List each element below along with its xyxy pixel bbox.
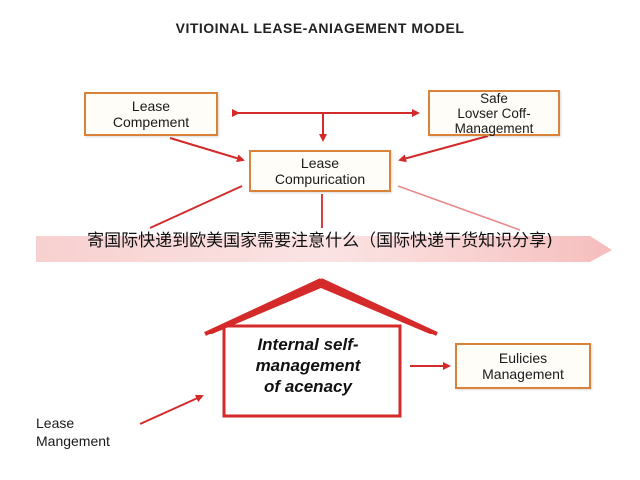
box-eulicies-management: Eulicies Management <box>455 343 591 389</box>
lease-mangement-label: Lease Mangement <box>36 415 110 449</box>
box-lease-compement-label: Lease Compement <box>112 98 190 130</box>
box-safe-lovser-coff-management: Safe Lovser Coff- Management <box>428 90 560 136</box>
fan-line-left <box>149 185 243 229</box>
diagram-title: VITIOINAL LEASE-ANIAGEMENT MODEL <box>175 20 465 36</box>
box-center-label: Lease Compurication <box>274 155 366 187</box>
box-safe-label: Safe Lovser Coff- Management <box>454 90 534 136</box>
arrow-left-to-center <box>169 137 245 163</box>
box-lease-compurication: Lease Compurication <box>249 150 391 192</box>
caption-band <box>36 236 612 262</box>
house-roof-right <box>320 278 438 336</box>
fan-line-right <box>397 185 521 231</box>
house-body <box>222 324 402 418</box>
arrow-lease-to-house <box>139 394 204 425</box>
box-eulicies-label: Eulicies Management <box>482 350 564 382</box>
overlay-caption: 寄国际快递到欧美国家需要注意什么（国际快递干货知识分享) <box>87 231 553 251</box>
house-label: Internal self- management of acenacy <box>255 335 361 396</box>
box-lease-compement: Lease Compement <box>84 92 218 136</box>
arrow-right-to-center <box>398 135 489 163</box>
